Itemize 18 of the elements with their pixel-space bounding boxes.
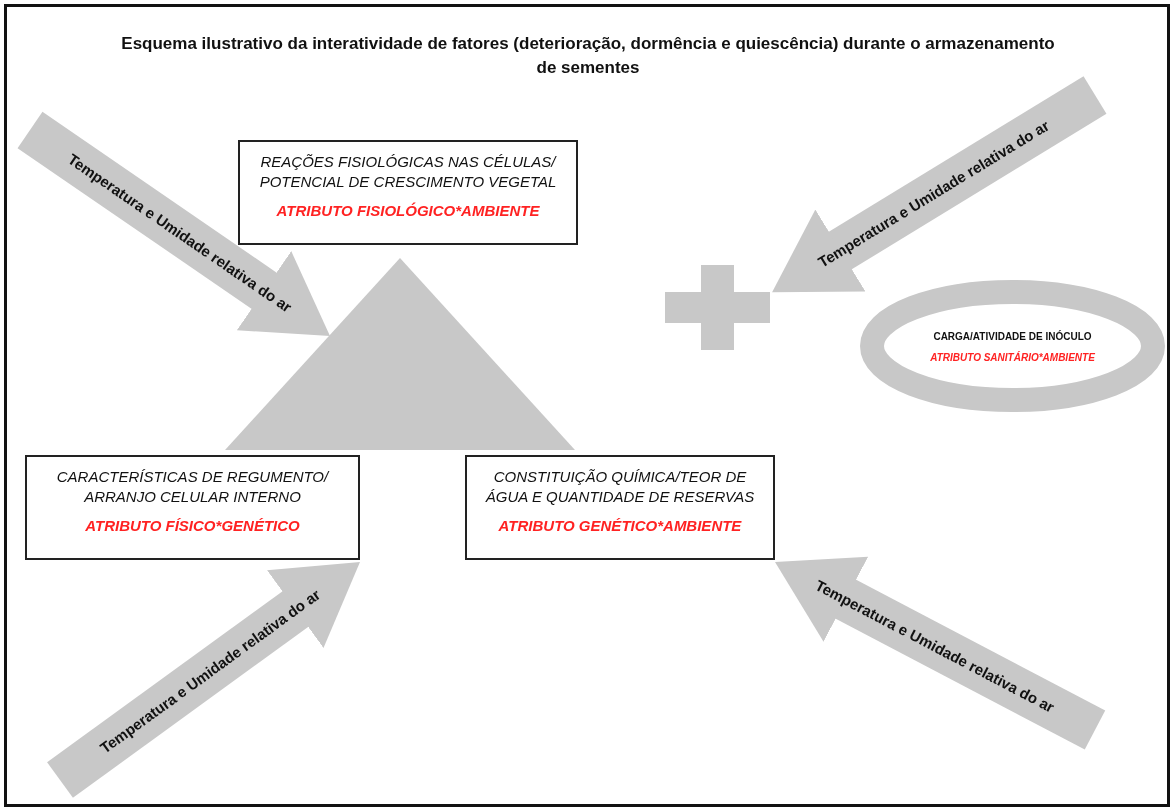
node-heading: REAÇÕES FISIOLÓGICAS NAS CÉLULAS/ POTENCIAL DE CRESCIMENTO VEGETAL — [258, 152, 558, 192]
diagram-title: Esquema ilustrativo da interatividade de fatores (deterioração, dormência e quiescência) durante o armazenamento de sementes — [120, 33, 1056, 79]
plus-shape — [665, 265, 770, 350]
attribute-text: ATRIBUTO SANITÁRIO*AMBIENTE — [930, 351, 1095, 363]
text-box — [238, 140, 578, 245]
text-box — [465, 455, 775, 560]
block-arrow — [775, 556, 1106, 750]
node-heading: CARGA/ATIVIDADE DE INÓCULO — [933, 329, 1092, 343]
block-arrow — [772, 76, 1107, 293]
attribute-text: ATRIBUTO FÍSICO*GENÉTICO — [84, 517, 301, 534]
ellipse-node — [860, 280, 1165, 412]
attribute-text: ATRIBUTO FISIOLÓGICO*AMBIENTE — [275, 202, 541, 219]
text-box — [25, 455, 360, 560]
block-arrow — [47, 562, 360, 798]
node-heading: CARACTERÍSTICAS DE REGUMENTO/ ARRANJO CELULAR INTERNO — [55, 467, 331, 507]
attribute-text: ATRIBUTO GENÉTICO*AMBIENTE — [497, 517, 743, 534]
node-heading: CONSTITUIÇÃO QUÍMICA/TEOR DE ÁGUA E QUANTIDADE DE RESERVAS — [484, 467, 756, 507]
block-arrow — [17, 111, 330, 336]
